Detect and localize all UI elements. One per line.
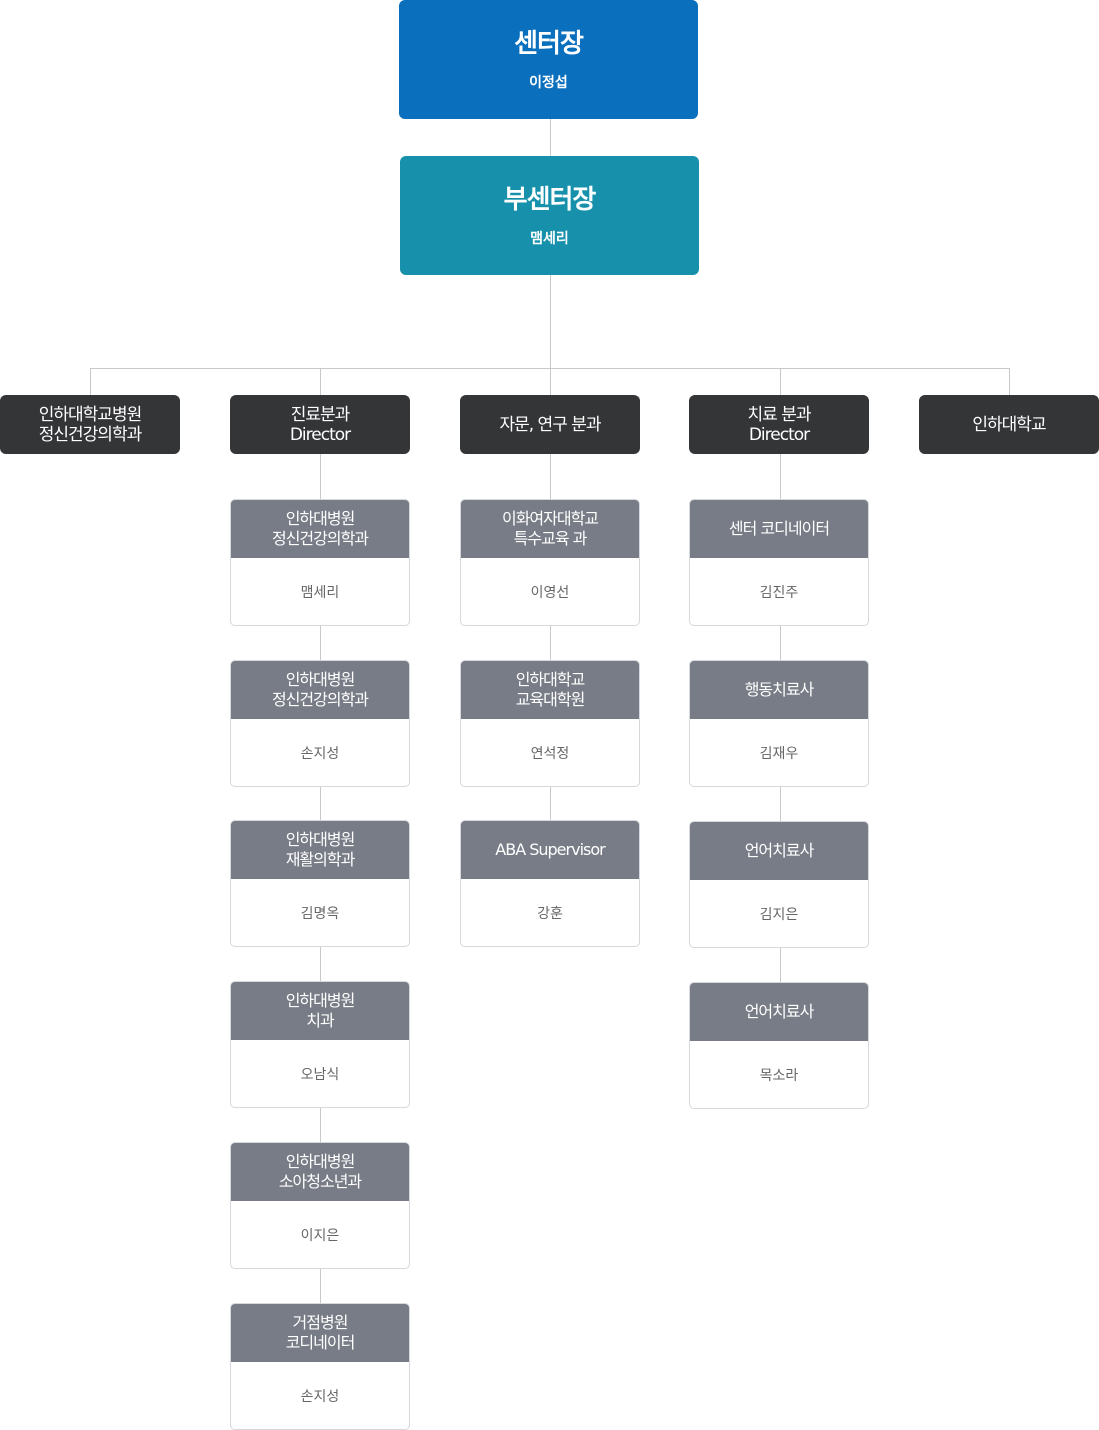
department-label: Director — [748, 424, 810, 445]
department-box: 진료분과 Director — [230, 395, 410, 454]
member-org-line: 이화여자대학교 — [501, 509, 599, 528]
member-name: 목소라 — [759, 1067, 799, 1084]
member-name: 강훈 — [537, 905, 563, 922]
member-name: 손지성 — [300, 1388, 340, 1405]
member-org: 언어치료사 — [690, 822, 868, 880]
member-name: 손지성 — [300, 745, 340, 762]
member-org-line: 특수교육 과 — [513, 529, 588, 548]
member-org-line: 정신건강의학과 — [271, 690, 369, 709]
department-box: 자문, 연구 분과 — [460, 395, 640, 454]
member-card: 인하대병원 정신건강의학과 손지성 — [230, 660, 410, 787]
department-box: 인하대학교병원 정신건강의학과 — [0, 395, 180, 454]
vice-director-name: 맴세리 — [530, 230, 569, 247]
member-org: 언어치료사 — [690, 983, 868, 1041]
member-name: 맴세리 — [300, 584, 340, 601]
director-box: 센터장 이정섭 — [399, 0, 698, 119]
member-org: 센터 코디네이터 — [690, 500, 868, 558]
department-label: 인하대학교병원 — [38, 404, 142, 425]
connector-line — [90, 368, 1010, 369]
department-label: Director — [289, 424, 351, 445]
member-org: 인하대병원 치과 — [231, 982, 409, 1040]
member-name: 김재우 — [759, 745, 799, 762]
department-label: 정신건강의학과 — [38, 424, 142, 445]
member-name: 연석정 — [530, 745, 570, 762]
connector-line — [320, 368, 321, 395]
member-org-line: 센터 코디네이터 — [728, 519, 830, 538]
member-org: ABA Supervisor — [461, 821, 639, 879]
member-org-line: 치과 — [306, 1011, 334, 1030]
member-org: 인하대병원 정신건강의학과 — [231, 500, 409, 558]
director-title: 센터장 — [514, 28, 584, 59]
member-org-line: 인하대병원 — [285, 670, 356, 689]
member-org-line: 소아청소년과 — [278, 1172, 362, 1191]
connector-line — [550, 275, 551, 395]
member-org: 이화여자대학교 특수교육 과 — [461, 500, 639, 558]
member-org-line: 코디네이터 — [285, 1333, 356, 1352]
member-card: 인하대병원 정신건강의학과 맴세리 — [230, 499, 410, 626]
vice-director-title: 부센터장 — [503, 184, 597, 215]
member-card: 인하대병원 재활의학과 김명옥 — [230, 820, 410, 947]
member-org: 인하대병원 소아청소년과 — [231, 1143, 409, 1201]
connector-line — [1009, 368, 1010, 395]
member-org-line: 교육대학원 — [515, 690, 586, 709]
department-label: 치료 분과 — [747, 404, 812, 425]
member-card: 거점병원 코디네이터 손지성 — [230, 1303, 410, 1430]
member-org: 인하대병원 재활의학과 — [231, 821, 409, 879]
member-org-line: 언어치료사 — [744, 841, 815, 860]
member-org: 행동치료사 — [690, 661, 868, 719]
director-name: 이정섭 — [529, 74, 568, 91]
member-org-line: 인하대병원 — [285, 830, 356, 849]
member-name: 김진주 — [759, 584, 799, 601]
department-label: 인하대학교 — [972, 414, 1046, 435]
member-name: 김명옥 — [300, 905, 340, 922]
member-org-line: 정신건강의학과 — [271, 529, 369, 548]
member-org-line: 인하대병원 — [285, 991, 356, 1010]
member-name: 김지은 — [759, 906, 799, 923]
member-org-line: 인하대병원 — [285, 509, 356, 528]
member-org-line: 언어치료사 — [744, 1002, 815, 1021]
member-org: 인하대학교 교육대학원 — [461, 661, 639, 719]
member-card: ABA Supervisor 강훈 — [460, 820, 640, 947]
member-org-line: ABA Supervisor — [495, 840, 605, 859]
connector-line — [90, 368, 91, 395]
member-card: 인하대병원 치과 오남식 — [230, 981, 410, 1108]
department-box: 인하대학교 — [919, 395, 1099, 454]
member-card: 인하대병원 소아청소년과 이지은 — [230, 1142, 410, 1269]
member-card: 인하대학교 교육대학원 연석정 — [460, 660, 640, 787]
member-org-line: 재활의학과 — [285, 850, 356, 869]
connector-line — [550, 119, 551, 156]
member-org: 인하대병원 정신건강의학과 — [231, 661, 409, 719]
member-name: 이영선 — [530, 584, 570, 601]
vice-director-box: 부센터장 맴세리 — [400, 156, 699, 275]
member-name: 오남식 — [300, 1066, 340, 1083]
member-card: 언어치료사 목소라 — [689, 982, 869, 1109]
member-org: 거점병원 코디네이터 — [231, 1304, 409, 1362]
member-org-line: 거점병원 — [292, 1313, 349, 1332]
connector-line — [780, 368, 781, 395]
member-card: 행동치료사 김재우 — [689, 660, 869, 787]
member-name: 이지은 — [300, 1227, 340, 1244]
member-card: 이화여자대학교 특수교육 과 이영선 — [460, 499, 640, 626]
department-label: 자문, 연구 분과 — [499, 414, 601, 435]
department-box: 치료 분과 Director — [689, 395, 869, 454]
member-org-line: 인하대병원 — [285, 1152, 356, 1171]
member-card: 언어치료사 김지은 — [689, 821, 869, 948]
member-card: 센터 코디네이터 김진주 — [689, 499, 869, 626]
department-label: 진료분과 — [290, 404, 351, 425]
member-org-line: 인하대학교 — [515, 670, 586, 689]
member-org-line: 행동치료사 — [744, 680, 815, 699]
